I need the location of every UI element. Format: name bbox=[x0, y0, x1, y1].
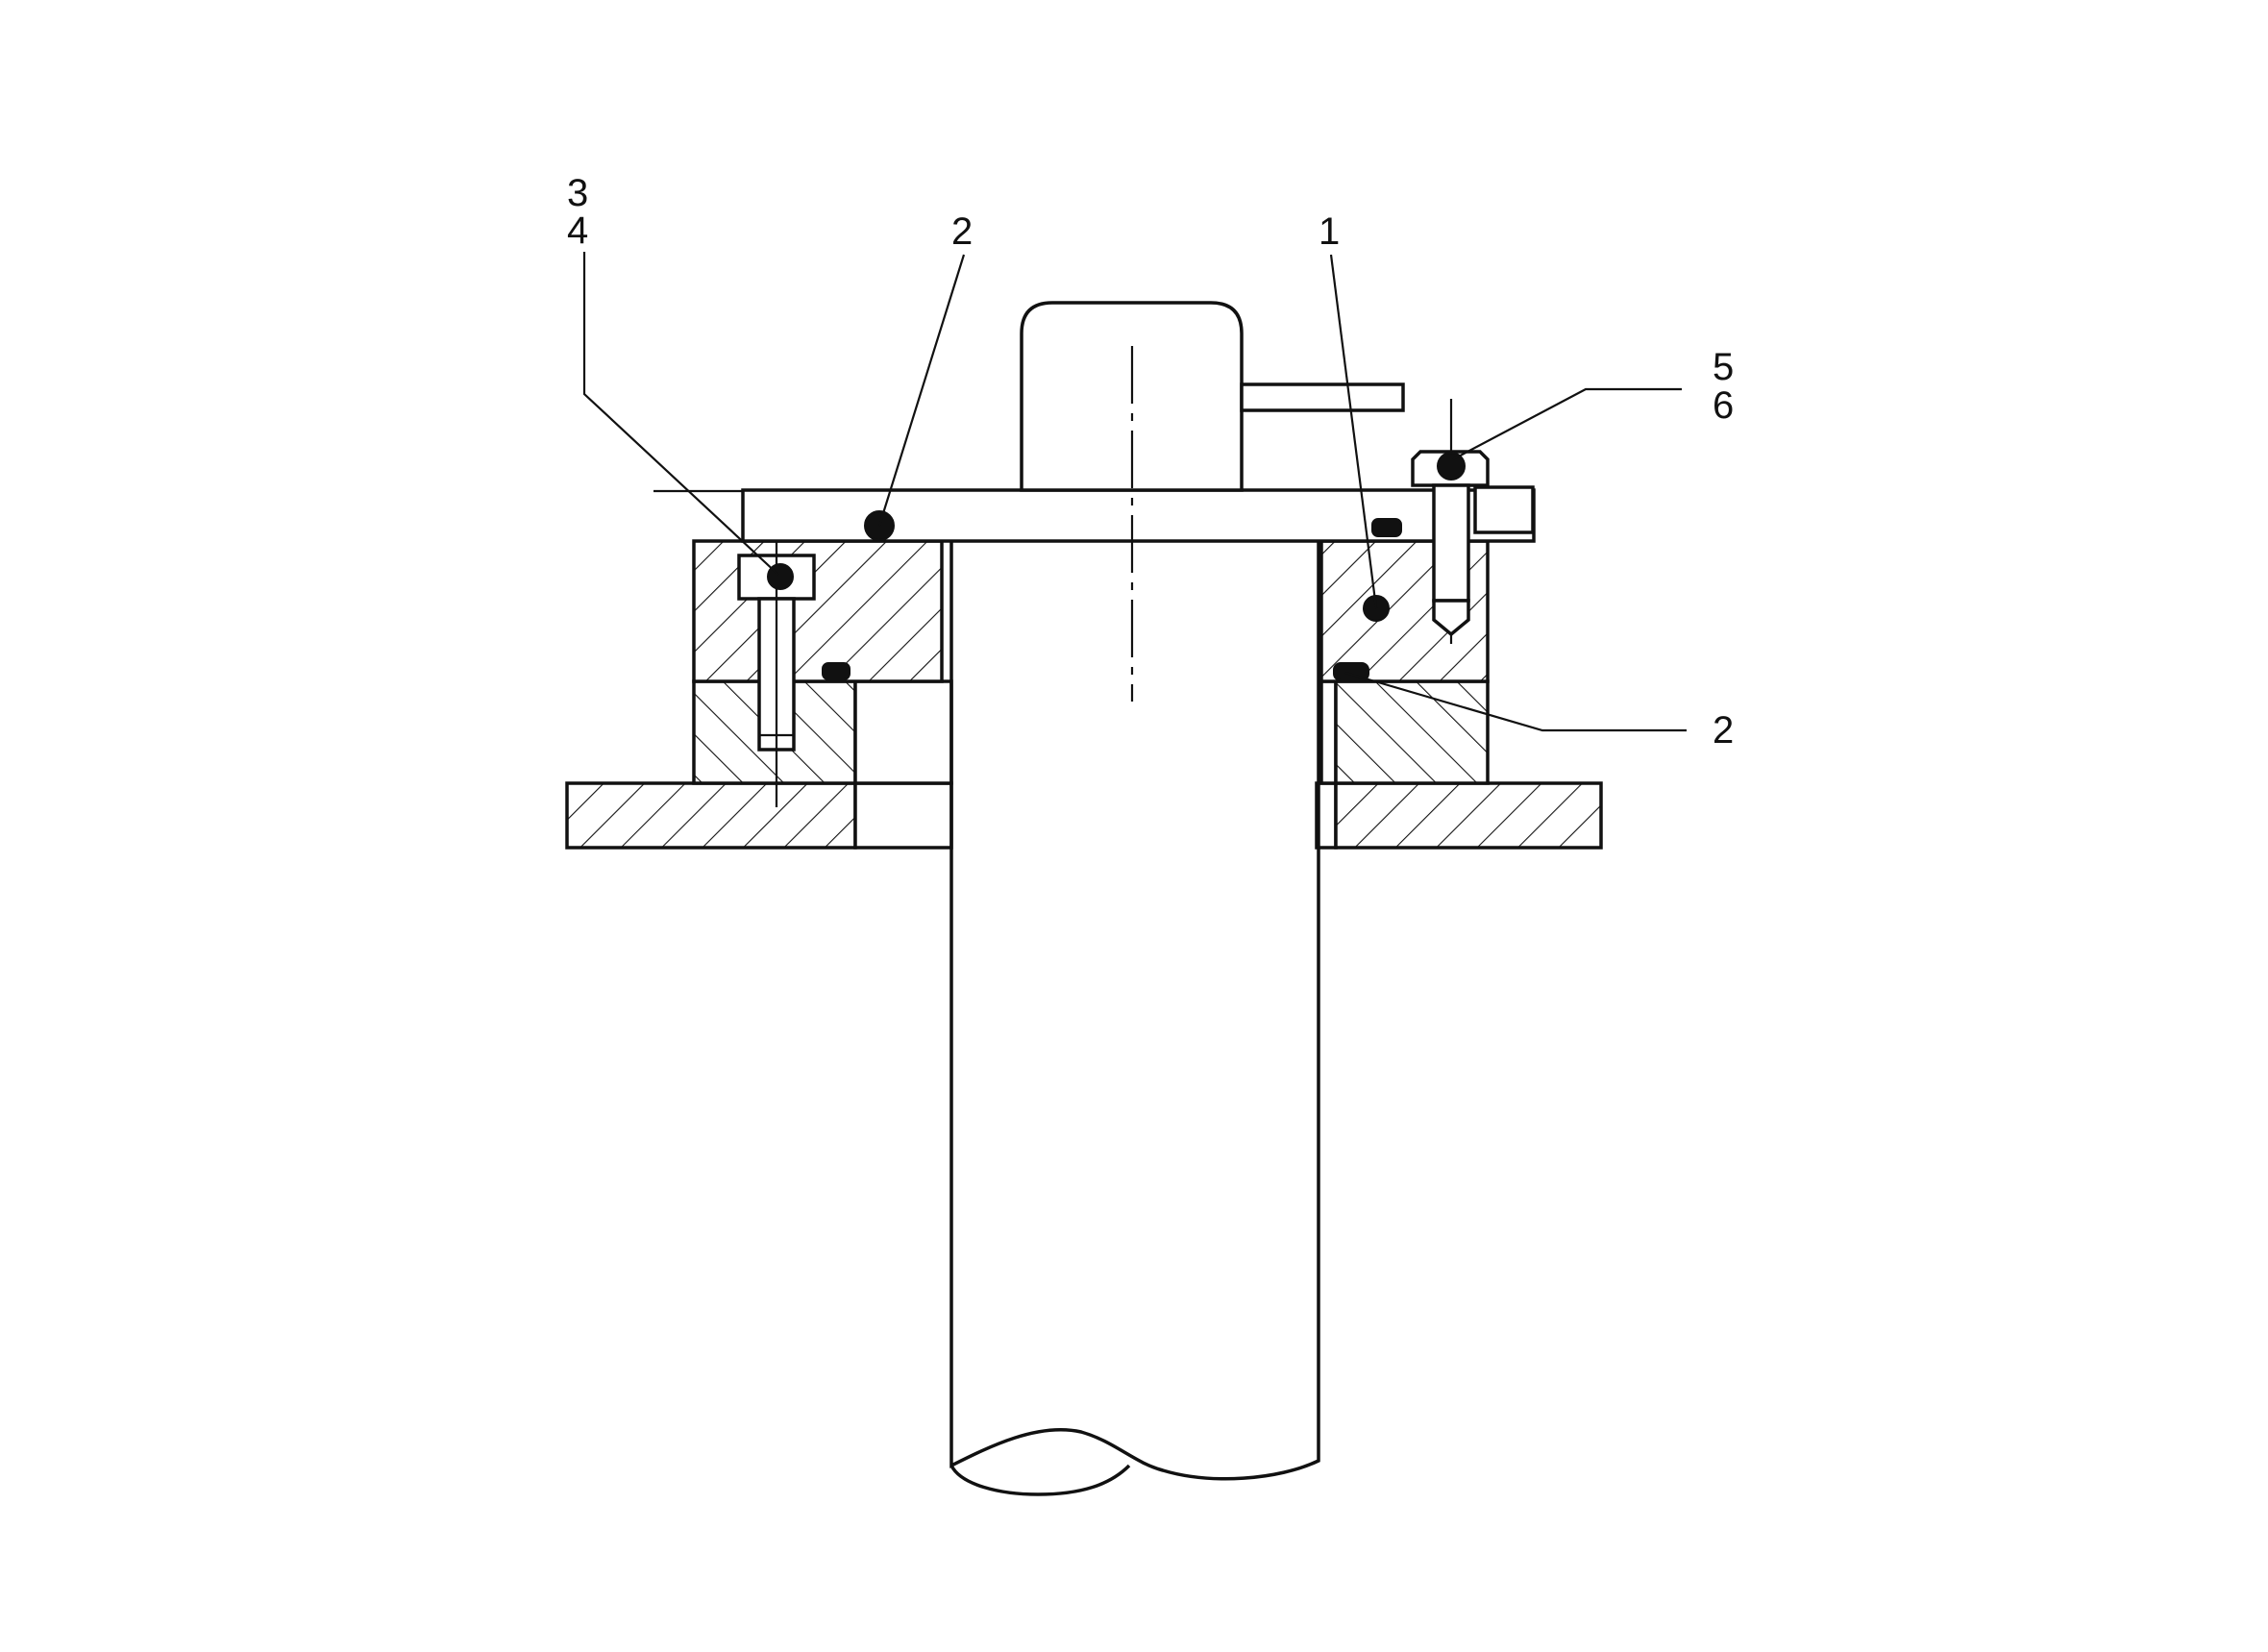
cover-plate bbox=[653, 485, 1536, 543]
shaft bbox=[949, 541, 1320, 1496]
right-bolt bbox=[1411, 399, 1490, 644]
callout-2-top: 2 bbox=[951, 210, 973, 253]
callout-6: 6 bbox=[1713, 384, 1734, 427]
callout-labels: 3 4 2 1 5 6 2 bbox=[567, 172, 1734, 752]
motor-housing bbox=[1020, 301, 1405, 702]
leader-lines bbox=[582, 252, 1687, 732]
base-flange bbox=[565, 781, 1603, 850]
left-bolt bbox=[737, 519, 816, 807]
callout-5: 5 bbox=[1713, 346, 1734, 388]
callout-4: 4 bbox=[567, 210, 588, 252]
lower-ring bbox=[692, 679, 1490, 785]
seal-1-upper-right bbox=[1371, 518, 1402, 537]
callout-1: 1 bbox=[1319, 210, 1340, 253]
seal-2-lower-left bbox=[822, 662, 850, 680]
callout-3: 3 bbox=[567, 172, 588, 214]
callout-2-right: 2 bbox=[1713, 709, 1734, 752]
seal-ring-5-6-right bbox=[1437, 452, 1466, 481]
